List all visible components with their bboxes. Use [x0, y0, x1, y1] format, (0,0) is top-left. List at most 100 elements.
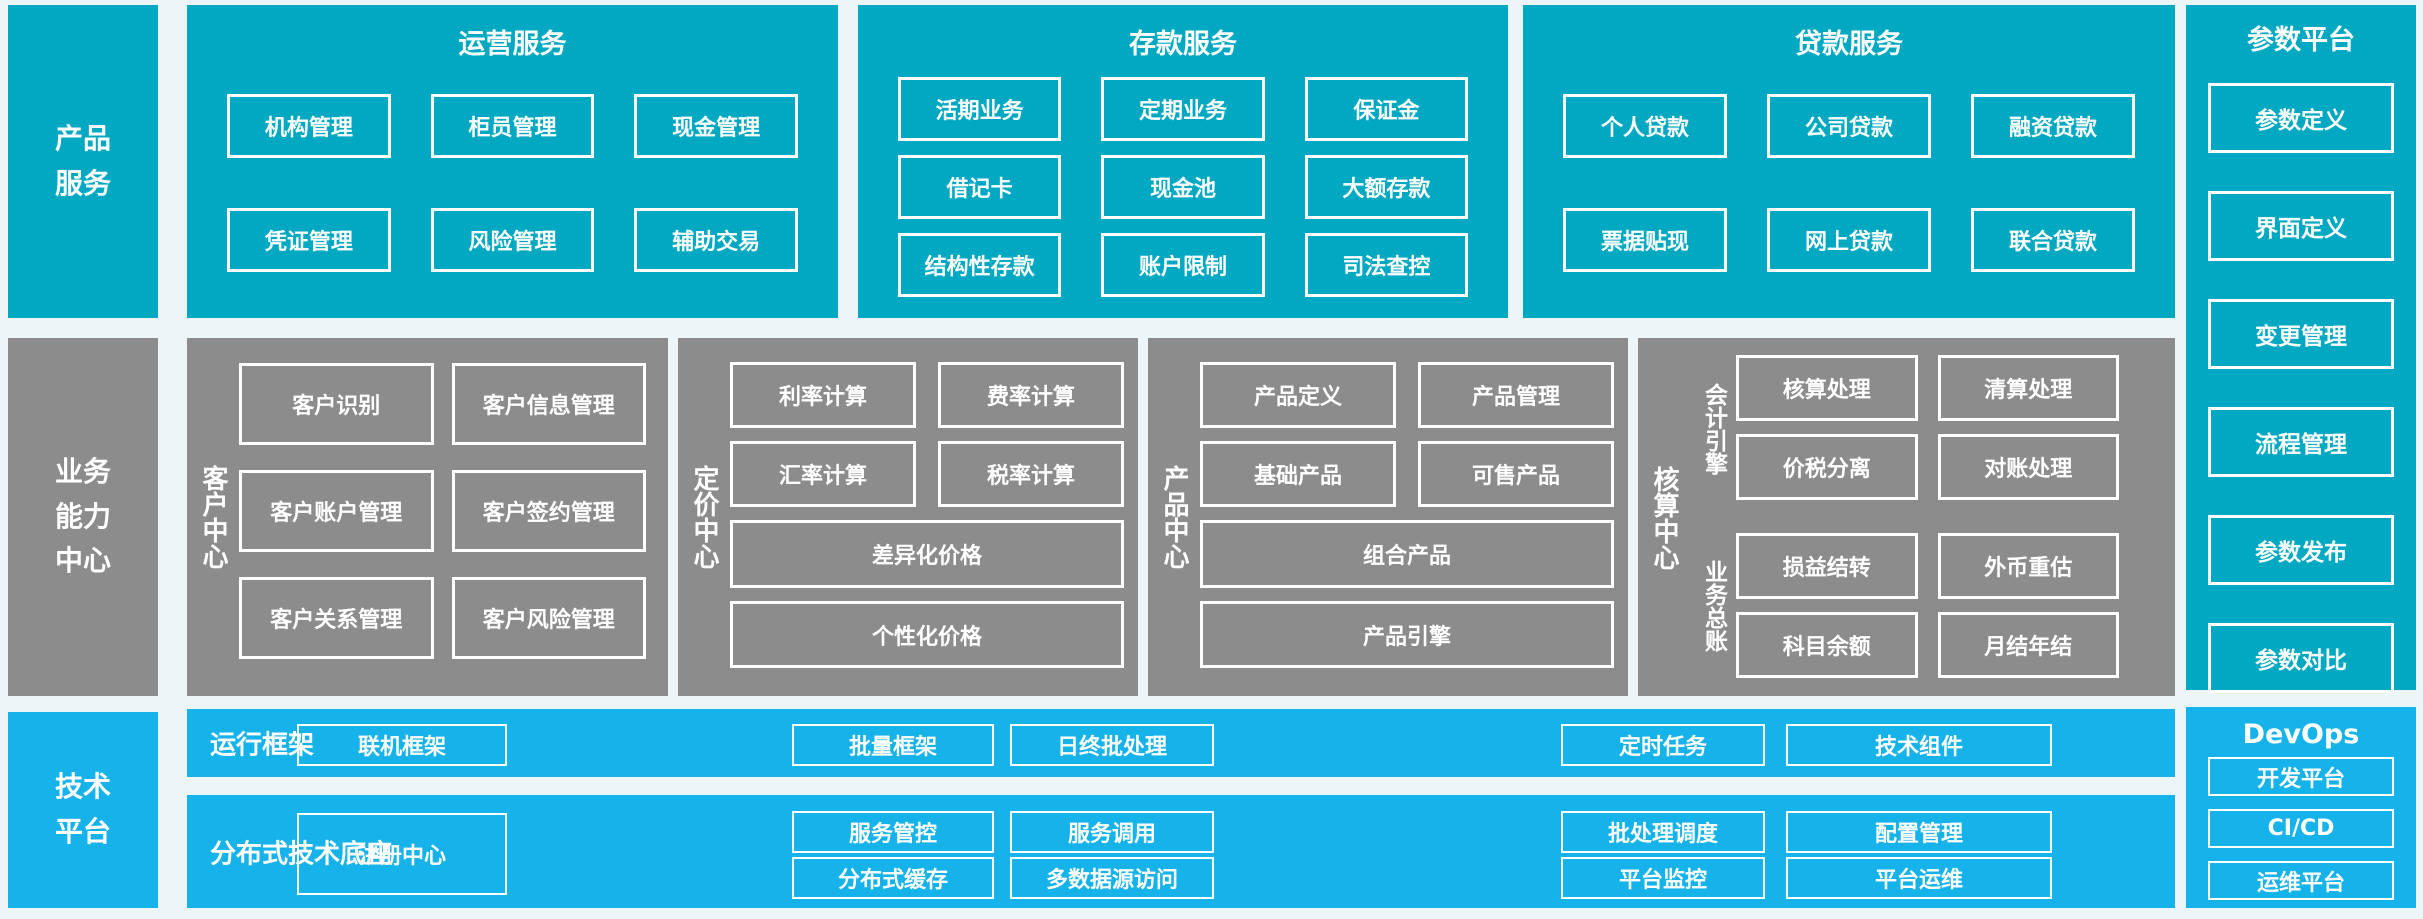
risk-mgmt-box: 风险管理 [430, 208, 595, 272]
distributed-cache-box: 分布式缓存 [792, 857, 994, 899]
sellable-product-box: 可售产品 [1418, 441, 1614, 507]
batch-scheduling-box: 批处理调度 [1561, 811, 1765, 853]
product-center-label: 产品中心 [1159, 465, 1189, 569]
change-mgmt-box: 变更管理 [2208, 299, 2394, 369]
product-center-group: 产品中心 产品定义 产品管理 基础产品 可售产品 组合产品 产品引擎 [1148, 338, 1628, 696]
runtime-framework-bar: 运行框架 联机框架 批量框架 日终批处理 定时任务 技术组件 [187, 709, 2175, 777]
customer-center-boxes: 客户识别 客户信息管理 客户账户管理 客户签约管理 客户关系管理 客户风险管理 [239, 338, 668, 696]
business-ledger-section: 业务总账 损益结转 外币重估 科目余额 月结年结 [1690, 532, 2119, 681]
accounting-engine-boxes: 核算处理 清算处理 价税分离 对账处理 [1736, 355, 2119, 503]
param-compare-box: 参数对比 [2208, 623, 2394, 693]
voucher-mgmt-box: 凭证管理 [227, 208, 391, 272]
deposit-services-boxes: 活期业务 定期业务 保证金 借记卡 现金池 大额存款 结构性存款 账户限制 司法… [898, 77, 1468, 297]
teller-mgmt-box: 柜员管理 [430, 94, 595, 158]
cash-mgmt-box: 现金管理 [634, 94, 798, 158]
pnl-carryover-box: 损益结转 [1736, 532, 1918, 599]
fee-rate-calc-box: 费率计算 [938, 362, 1124, 428]
accounting-center-group: 核算中心 会计引擎 核算处理 清算处理 价税分离 对账处理 业务总账 损益结转 … [1638, 338, 2175, 696]
pricing-center-boxes: 利率计算 费率计算 汇率计算 税率计算 差异化价格 个性化价格 [730, 338, 1138, 696]
bill-discount-box: 票据贴现 [1563, 208, 1727, 272]
customer-relation-mgmt-box: 客户关系管理 [239, 577, 434, 659]
deposit-services-group: 存款服务 活期业务 定期业务 保证金 借记卡 现金池 大额存款 结构性存款 账户… [858, 5, 1508, 318]
corporate-loan-box: 公司贷款 [1767, 94, 1931, 158]
loan-services-group: 贷款服务 个人贷款 公司贷款 融资贷款 票据贴现 网上贷款 联合贷款 [1523, 5, 2175, 318]
platform-operations-box: 平台运维 [1786, 857, 2052, 899]
ops-services-group: 运营服务 机构管理 柜员管理 现金管理 凭证管理 风险管理 辅助交易 [187, 5, 838, 318]
base-product-box: 基础产品 [1200, 441, 1396, 507]
ci-cd-box: CI/CD [2208, 809, 2394, 848]
customer-info-mgmt-box: 客户信息管理 [451, 363, 646, 445]
online-framework-box: 联机框架 [297, 724, 507, 766]
product-engine-box: 产品引擎 [1200, 601, 1614, 668]
pricing-center-label: 定价中心 [689, 465, 719, 569]
price-tax-separation-box: 价税分离 [1736, 434, 1918, 500]
eod-batch-box: 日终批处理 [1010, 724, 1214, 766]
ui-definition-box: 界面定义 [2208, 191, 2394, 261]
tax-rate-calc-box: 税率计算 [938, 441, 1124, 507]
customer-center-label: 客户中心 [198, 465, 228, 569]
debit-card-box: 借记卡 [898, 155, 1062, 219]
exchange-rate-calc-box: 汇率计算 [730, 441, 916, 507]
month-year-end-box: 月结年结 [1937, 611, 2119, 678]
parameter-platform-panel: 参数平台 参数定义 界面定义 变更管理 流程管理 参数发布 参数对比 [2186, 5, 2416, 693]
product-services-rail-label: 产品 服务 [8, 5, 158, 318]
accounting-engine-label: 会计引擎 [1700, 382, 1727, 475]
parameter-platform-boxes: 参数定义 界面定义 变更管理 流程管理 参数发布 参数对比 [2186, 63, 2416, 693]
product-mgmt-box: 产品管理 [1418, 362, 1614, 428]
param-release-box: 参数发布 [2208, 515, 2394, 585]
pricing-center-group: 定价中心 利率计算 费率计算 汇率计算 税率计算 差异化价格 个性化价格 [678, 338, 1138, 696]
institution-mgmt-box: 机构管理 [227, 94, 391, 158]
syndicated-loan-box: 联合贷款 [1971, 208, 2135, 272]
process-mgmt-box: 流程管理 [2208, 407, 2394, 477]
dev-platform-box: 开发平台 [2208, 757, 2394, 796]
demand-deposit-box: 活期业务 [898, 77, 1062, 141]
multi-datasource-access-box: 多数据源访问 [1010, 857, 1214, 899]
devops-panel: DevOps 开发平台 CI/CD 运维平台 [2186, 707, 2416, 908]
judicial-control-box: 司法查控 [1304, 233, 1468, 297]
large-deposit-box: 大额存款 [1304, 155, 1468, 219]
accounting-center-label: 核算中心 [1649, 465, 1679, 570]
runtime-framework-label: 运行框架 [210, 730, 315, 761]
customer-account-mgmt-box: 客户账户管理 [239, 470, 434, 552]
personalized-pricing-box: 个性化价格 [730, 601, 1124, 668]
customer-risk-mgmt-box: 客户风险管理 [451, 577, 646, 659]
reconciliation-box: 对账处理 [1937, 434, 2119, 500]
scheduled-task-box: 定时任务 [1561, 724, 1765, 766]
differentiated-pricing-box: 差异化价格 [730, 520, 1124, 588]
customer-contract-mgmt-box: 客户签约管理 [451, 470, 646, 552]
interest-rate-calc-box: 利率计算 [730, 362, 916, 428]
loan-services-boxes: 个人贷款 公司贷款 融资贷款 票据贴现 网上贷款 联合贷款 [1563, 94, 2135, 272]
tech-components-box: 技术组件 [1786, 724, 2052, 766]
accounting-center-sections: 会计引擎 核算处理 清算处理 价税分离 对账处理 业务总账 损益结转 外币重估 … [1690, 355, 2119, 680]
devops-title: DevOps [2242, 718, 2360, 750]
tech-platform-rail-label: 技术 平台 [8, 712, 158, 908]
product-definition-box: 产品定义 [1200, 362, 1396, 428]
distributed-tech-base-label: 分布式技术底座 [210, 839, 393, 869]
account-balance-box: 科目余额 [1736, 611, 1918, 678]
margin-box: 保证金 [1304, 77, 1468, 141]
financing-loan-box: 融资贷款 [1971, 94, 2135, 158]
fx-revaluation-box: 外币重估 [1937, 532, 2119, 599]
accounting-engine-section: 会计引擎 核算处理 清算处理 价税分离 对账处理 [1690, 355, 2119, 503]
customer-identification-box: 客户识别 [239, 363, 434, 445]
business-capability-rail-label: 业务 能力 中心 [8, 338, 158, 696]
cash-pool-box: 现金池 [1101, 155, 1265, 219]
service-governance-box: 服务管控 [792, 811, 994, 853]
customer-center-group: 客户中心 客户识别 客户信息管理 客户账户管理 客户签约管理 客户关系管理 客户… [187, 338, 668, 696]
platform-monitoring-box: 平台监控 [1561, 857, 1765, 899]
auxiliary-transaction-box: 辅助交易 [634, 208, 798, 272]
ops-platform-box: 运维平台 [2208, 861, 2394, 900]
online-loan-box: 网上贷款 [1767, 208, 1931, 272]
clearing-process-box: 清算处理 [1937, 355, 2119, 421]
composite-product-box: 组合产品 [1200, 520, 1614, 588]
parameter-platform-title: 参数平台 [2247, 24, 2355, 56]
distributed-tech-base-bar: 分布式技术底座 注册中心 服务管控 服务调用 批处理调度 配置管理 分布式缓存 … [187, 795, 2175, 908]
business-ledger-boxes: 损益结转 外币重估 科目余额 月结年结 [1736, 532, 2119, 681]
ops-services-boxes: 机构管理 柜员管理 现金管理 凭证管理 风险管理 辅助交易 [227, 94, 798, 272]
personal-loan-box: 个人贷款 [1563, 94, 1727, 158]
devops-boxes: 开发平台 CI/CD 运维平台 [2186, 753, 2416, 900]
ops-services-title: 运营服务 [458, 28, 567, 60]
service-invocation-box: 服务调用 [1010, 811, 1214, 853]
batch-framework-box: 批量框架 [792, 724, 994, 766]
